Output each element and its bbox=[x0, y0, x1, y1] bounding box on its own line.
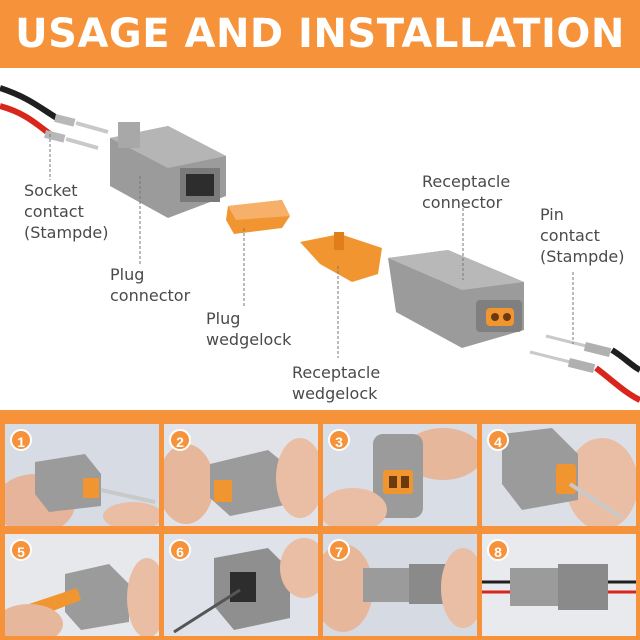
plug-wedgelock-illustration bbox=[226, 200, 290, 234]
step-1-photo: 1 bbox=[5, 424, 159, 526]
page-title: USAGE AND INSTALLATION bbox=[15, 11, 625, 57]
receptacle-connector-label: Receptacle connector bbox=[422, 172, 511, 212]
step-8-photo: 8 bbox=[482, 534, 636, 636]
black-wire-left bbox=[0, 85, 62, 123]
socket-contact-label: Socket contact (Stampde) bbox=[24, 181, 109, 242]
step-2-photo: 2 bbox=[164, 424, 318, 526]
step-number-badge: 3 bbox=[328, 429, 350, 451]
step-number-badge: 4 bbox=[487, 429, 509, 451]
step-number-badge: 7 bbox=[328, 539, 350, 561]
installation-steps-grid: 1 2 3 bbox=[0, 410, 640, 640]
red-wire-right bbox=[594, 365, 640, 403]
receptacle-connector-illustration bbox=[388, 250, 524, 348]
step-7-photo: 7 bbox=[323, 534, 477, 636]
receptacle-wedgelock-label: Receptacle wedgelock bbox=[292, 363, 381, 403]
pin-contact-label: Pin contact (Stampde) bbox=[540, 205, 625, 266]
step-8-illustration bbox=[482, 534, 636, 636]
step-number-badge: 8 bbox=[487, 539, 509, 561]
step-number-badge: 6 bbox=[169, 539, 191, 561]
receptacle-wedgelock-illustration bbox=[300, 232, 382, 282]
step-5-photo: 5 bbox=[5, 534, 159, 636]
step-6-photo: 6 bbox=[164, 534, 318, 636]
title-banner: USAGE AND INSTALLATION bbox=[0, 0, 640, 68]
plug-wedgelock-label: Plug wedgelock bbox=[206, 309, 292, 349]
step-3-photo: 3 bbox=[323, 424, 477, 526]
plug-connector-illustration bbox=[110, 122, 226, 218]
pin-contact-illustration bbox=[529, 334, 612, 374]
exploded-diagram: Socket contact (Stampde) Plug connector … bbox=[0, 68, 640, 405]
step-4-photo: 4 bbox=[482, 424, 636, 526]
socket-contact-illustration bbox=[44, 113, 109, 150]
step-number-badge: 5 bbox=[10, 539, 32, 561]
plug-connector-label: Plug connector bbox=[110, 265, 191, 305]
step-6-illustration bbox=[164, 534, 318, 636]
step-5-illustration bbox=[5, 534, 159, 636]
step-7-illustration bbox=[323, 534, 477, 636]
step-4-illustration bbox=[482, 424, 636, 526]
leader-lines bbox=[49, 134, 574, 358]
step-number-badge: 2 bbox=[169, 429, 191, 451]
diagram-illustration bbox=[0, 85, 640, 403]
step-number-badge: 1 bbox=[10, 429, 32, 451]
black-wire-right bbox=[610, 347, 640, 373]
